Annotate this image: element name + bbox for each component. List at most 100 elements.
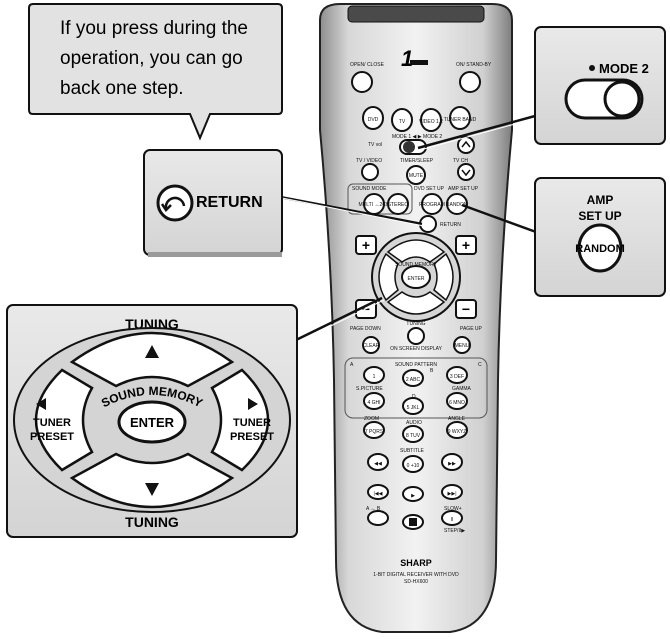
mode-indicator-dot [589,65,595,71]
play-button[interactable] [402,486,424,502]
left-label-line2: PRESET [30,431,74,443]
ab-button[interactable] [367,510,389,526]
return-panel: RETURN [143,149,283,257]
tv-ch-label: TV CH [453,158,468,164]
mute-button[interactable] [406,165,426,185]
key-7-label: 7 PQRS [365,429,384,435]
key-0[interactable] [402,455,424,473]
enter-button-remote[interactable] [401,265,431,289]
clear-button[interactable] [362,336,380,354]
open-close-button[interactable] [351,71,373,93]
tuning-up-button[interactable] [69,331,235,388]
ch-plus-button[interactable] [455,235,477,255]
on-screen-label: ON SCREEN DISPLAY [390,346,443,352]
key-1-label: 1 [373,374,376,380]
tv-button[interactable] [391,108,413,132]
key-6[interactable] [446,392,468,410]
sound-mode-label: SOUND MODE [352,186,387,192]
on-screen-button[interactable] [407,327,425,345]
slow-label: SLOW+ [444,506,462,512]
return-label-remote: RETURN [440,222,461,228]
mode-slider-knob[interactable] [603,80,641,118]
tuning-down-button-remote[interactable] [386,291,446,315]
sound-mode-group [347,183,413,215]
return-label: RETURN [196,194,263,211]
key-8[interactable] [402,425,424,443]
amp-setup-panel: AMP SET UP RANDOM [534,177,666,297]
skip-forward-button[interactable] [441,484,463,500]
enter-button[interactable] [117,400,187,444]
amp-label-line2: SET UP [578,209,621,223]
key-2[interactable] [402,369,424,387]
tuning-down-button[interactable] [69,452,235,509]
tv-video-button[interactable] [361,163,379,181]
ch-down-button[interactable] [457,163,475,181]
source-buttons: DVD TV VIDEO 1,2 TUNER BAND [362,106,477,132]
rewind-button[interactable] [367,453,389,471]
vol-up-button[interactable] [355,235,377,255]
remote-control: 1 OPEN/ CLOSE ON/ STAND-BY DVD TV VIDEO … [319,3,513,633]
key-1[interactable] [363,366,385,384]
mode-switch-knob[interactable] [403,141,415,153]
on-standby-label: ON/ STAND-BY [456,62,492,68]
random-button-large[interactable] [577,223,623,273]
on-standby-button[interactable] [459,71,481,93]
tuner-preset-right-remote[interactable] [433,252,454,302]
svg-text:+: + [462,237,470,253]
key-9[interactable] [446,421,468,439]
tuner-band-button[interactable] [449,106,471,130]
menu-button[interactable] [453,336,471,354]
tuner-preset-left-button[interactable] [34,368,94,472]
program-label: PROGRAM [419,202,445,208]
tv-video-label: TV / VIDEO [356,158,382,164]
amp-setup-label: AMP SET UP [448,186,479,192]
tuning-up-button-remote[interactable] [386,239,446,263]
program-button[interactable] [421,193,443,215]
fast-forward-button[interactable] [441,453,463,471]
tuning-label-remote: TUNING [406,321,425,327]
tuner-preset-right-button[interactable] [210,368,270,472]
down-arrow-icon [145,483,159,496]
random-label: RANDOM [446,202,468,208]
video-label: VIDEO 1,2 [419,119,443,125]
sound-pattern-group [344,357,488,419]
callout-line-2: operation, you can go [60,48,243,69]
return-button[interactable] [156,184,194,222]
key-2-label: 2 ABC [406,377,421,383]
sound-memory-label-remote: SOUND MEMORY [395,262,438,268]
skip-back-button[interactable] [367,484,389,500]
video-button[interactable] [420,108,442,132]
stereo-button[interactable] [387,193,409,215]
enter-label: ENTER [130,415,175,430]
key-7[interactable] [363,421,385,439]
key-4[interactable] [363,392,385,410]
ch-minus-button[interactable] [455,299,477,319]
tuner-preset-left-remote[interactable] [378,252,399,302]
mode-switch-label: MODE 1 ◀ ▶ MODE 2 [392,134,442,140]
svg-text:−: − [462,301,470,317]
svg-text:1: 1 [401,46,413,71]
ab-label: A ↔ B [366,506,381,512]
key-3[interactable] [446,366,468,384]
audio-label: AUDIO [406,420,422,426]
skip-back-icon: |◀◀ [374,491,383,497]
right-label-line1: TUNER [233,417,271,429]
gamma-label: GAMMA [452,386,472,392]
speech-callout: If you press during the operation, you c… [28,3,283,141]
pause-icon: II [451,517,454,523]
up-arrow-icon [145,345,159,358]
stereo-label: STEREO [388,202,409,208]
leader-lines [279,114,538,343]
random-button[interactable] [446,193,468,215]
dvd-button[interactable] [362,106,384,130]
pause-button[interactable] [441,510,463,526]
stop-icon [409,518,417,526]
svg-text:+: + [362,237,370,253]
mode2-label: MODE 2 [599,61,649,76]
key-5[interactable] [402,397,424,415]
return-button-remote[interactable] [419,215,437,233]
subtitle-label: SUBTITLE [400,448,425,454]
left-label-line1: TUNER [33,417,71,429]
page-up-label: PAGE UP [460,326,483,332]
timer-sleep-label: TIMER/SLEEP [400,158,434,164]
